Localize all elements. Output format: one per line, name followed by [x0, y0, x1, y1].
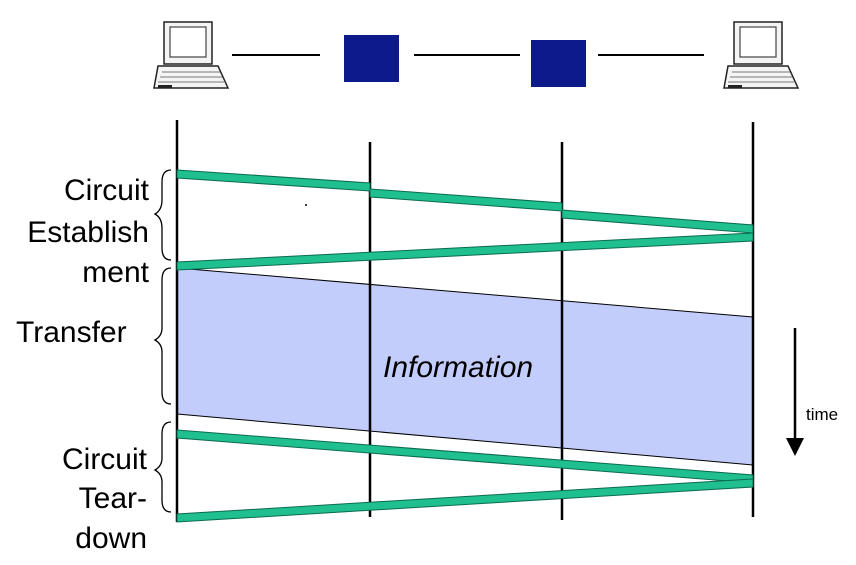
establishment-brace: [153, 169, 172, 261]
setup-request-segment: [369, 188, 563, 212]
teardown-label-line3: down: [75, 522, 147, 555]
teardown-brace: [153, 421, 172, 513]
switch-square: [344, 35, 399, 82]
band-top-edge: [176, 267, 754, 318]
teardown-confirm-strip: [176, 478, 754, 523]
information-band: [177, 268, 753, 465]
band-bottom-edge: [176, 413, 754, 466]
information-label: Information: [383, 351, 534, 384]
switch-square: [531, 40, 586, 87]
time-label: time: [806, 405, 839, 424]
laptop-icon: [153, 21, 229, 89]
establishment-label-line1: Circuit: [63, 174, 149, 207]
setup-request-segment: [561, 209, 754, 234]
transfer-label: Transfer: [16, 316, 127, 349]
establishment-label-line2: Establish: [27, 216, 149, 249]
laptop-icon: [723, 21, 799, 89]
teardown-label-line2: Tear-: [78, 482, 147, 515]
establishment-label-line3: ment: [82, 256, 149, 289]
transfer-brace: [153, 267, 172, 405]
setup-request-segment: [176, 169, 371, 192]
time-arrow-head: [786, 438, 804, 456]
setup-confirm-strip: [176, 232, 754, 271]
stray-dot: [305, 204, 307, 206]
teardown-label-line1: Circuit: [61, 443, 147, 476]
